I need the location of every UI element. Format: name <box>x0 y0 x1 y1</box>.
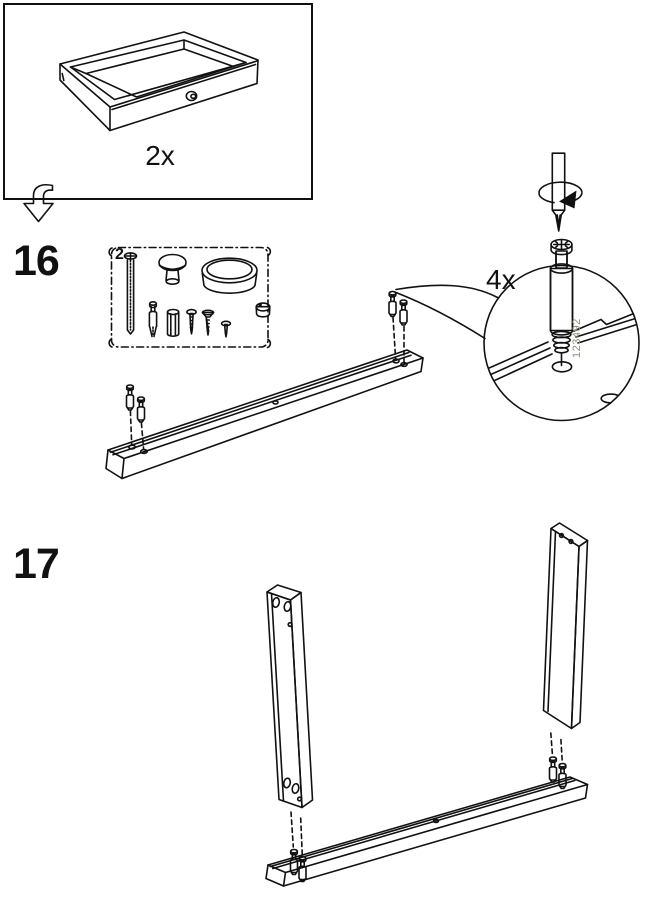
alignment-guide-lines <box>129 316 405 450</box>
dowel-peg <box>548 756 558 783</box>
screw-icon <box>186 308 197 335</box>
drawer-knob <box>185 90 198 102</box>
alignment-guide-lines <box>290 732 563 855</box>
step-17-number: 17 <box>13 540 60 588</box>
wood-dowel-icon <box>166 308 180 337</box>
rail-board-step17 <box>265 776 589 887</box>
flat-screw-icon <box>201 309 215 336</box>
board-detail <box>484 308 639 404</box>
rotation-arrowhead <box>559 190 577 209</box>
knob-icon <box>158 253 187 285</box>
dowel-peg <box>399 299 408 326</box>
dowel-peg <box>136 396 146 423</box>
magnifier-circle <box>483 264 640 422</box>
hardware-box-step-label: 2 <box>115 246 124 263</box>
dowel-screw-icon <box>148 300 158 338</box>
side-panel-left <box>266 584 314 809</box>
rail-board-step16 <box>105 349 424 480</box>
step-16-number: 16 <box>13 237 60 285</box>
previous-step-result-box <box>3 3 313 200</box>
long-screw-icon <box>123 252 138 335</box>
drawer-quantity-label: 2x <box>145 140 175 171</box>
side-panel-right <box>542 522 589 730</box>
dowel-peg <box>388 290 397 318</box>
cup-handle-icon <box>201 257 258 294</box>
zoom-callout <box>395 238 640 422</box>
small-screw-icon <box>220 320 232 338</box>
dowel-quantity-label: 4x <box>486 264 516 295</box>
dowel-peg <box>125 384 135 411</box>
drawer-illustration <box>59 31 259 132</box>
dowel-screw-detail <box>549 238 574 367</box>
screwdriver-icon <box>538 152 583 232</box>
part-number-label: 123492 <box>571 318 583 358</box>
cam-nut-icon <box>255 302 271 318</box>
hardware-box <box>108 246 272 349</box>
page-continue-arrow-icon <box>23 184 54 223</box>
